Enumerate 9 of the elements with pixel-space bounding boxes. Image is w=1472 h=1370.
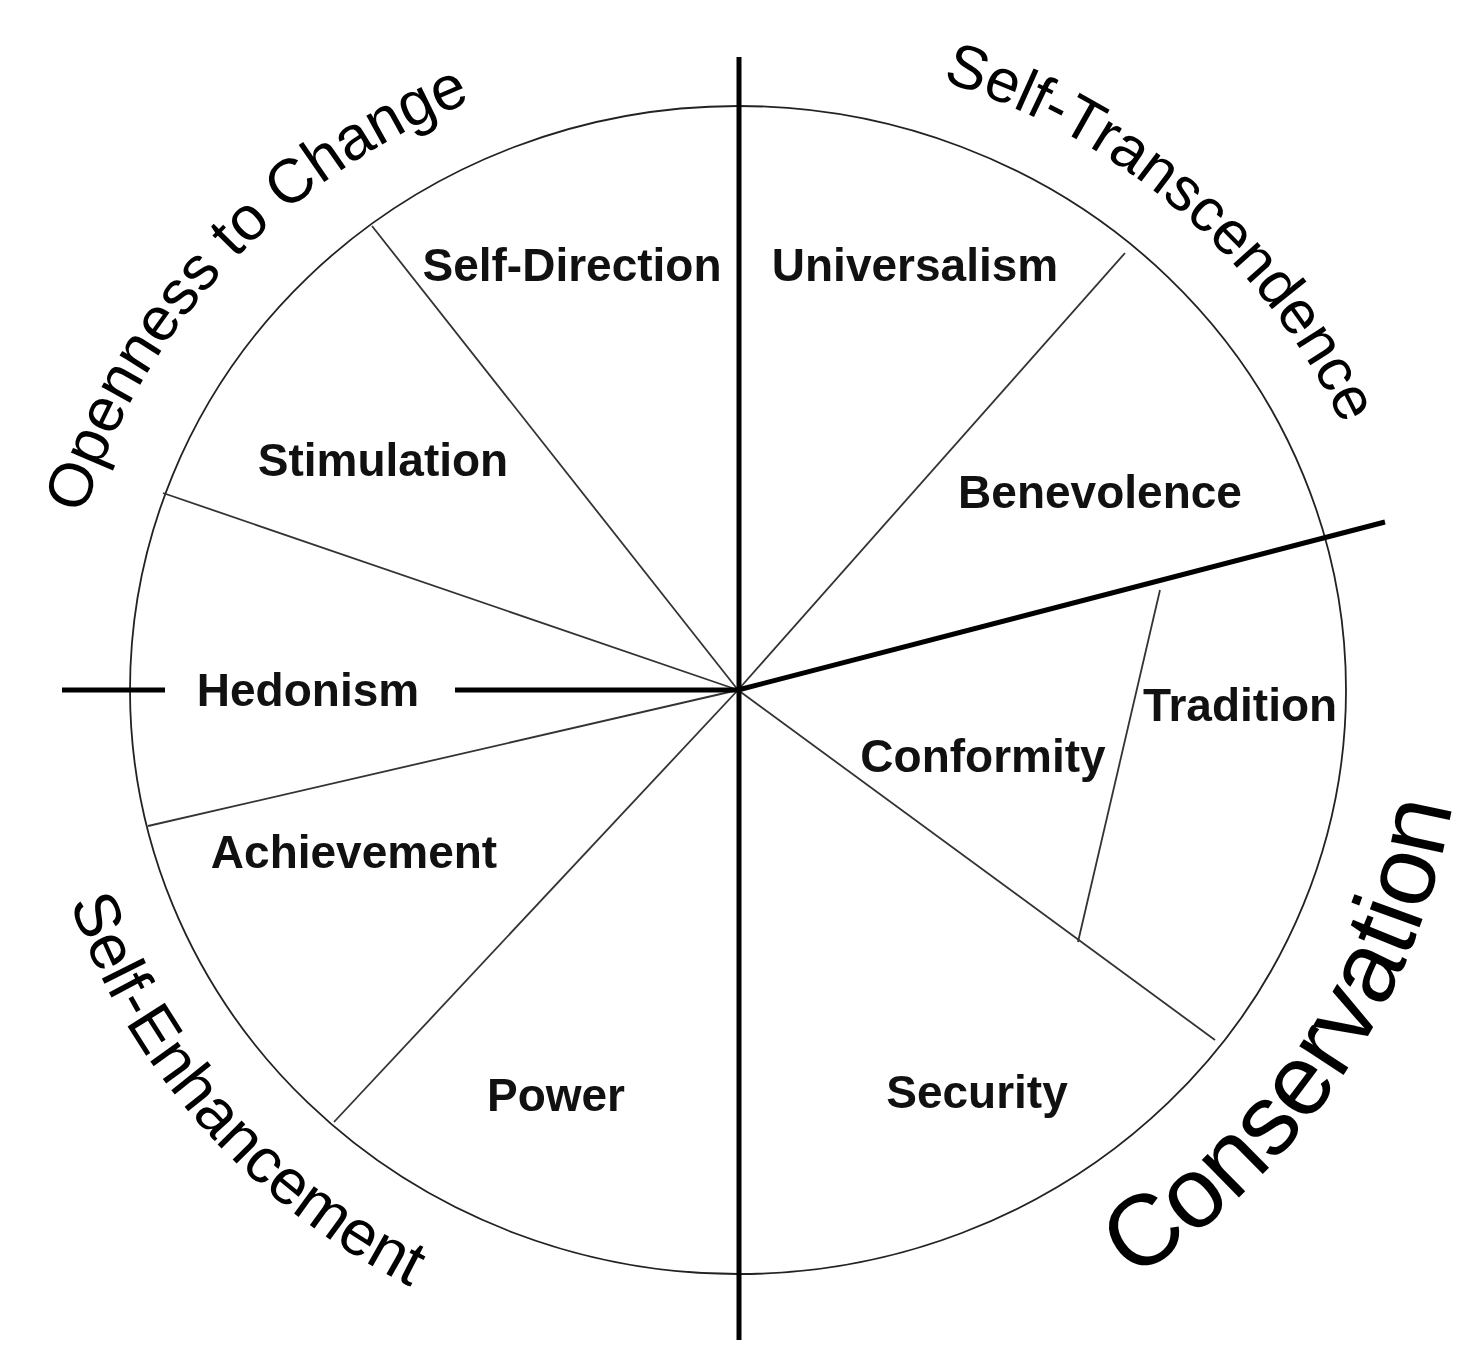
value-label: Power	[487, 1069, 625, 1121]
value-label: Tradition	[1142, 679, 1338, 731]
value-label: Self-Direction	[422, 239, 722, 291]
value-label: Conformity	[860, 730, 1106, 782]
value-label: Security	[886, 1066, 1068, 1118]
value-label: Achievement	[210, 826, 498, 878]
value-label: Hedonism	[196, 664, 420, 716]
value-label: Benevolence	[958, 466, 1242, 518]
value-label: Stimulation	[257, 434, 509, 486]
